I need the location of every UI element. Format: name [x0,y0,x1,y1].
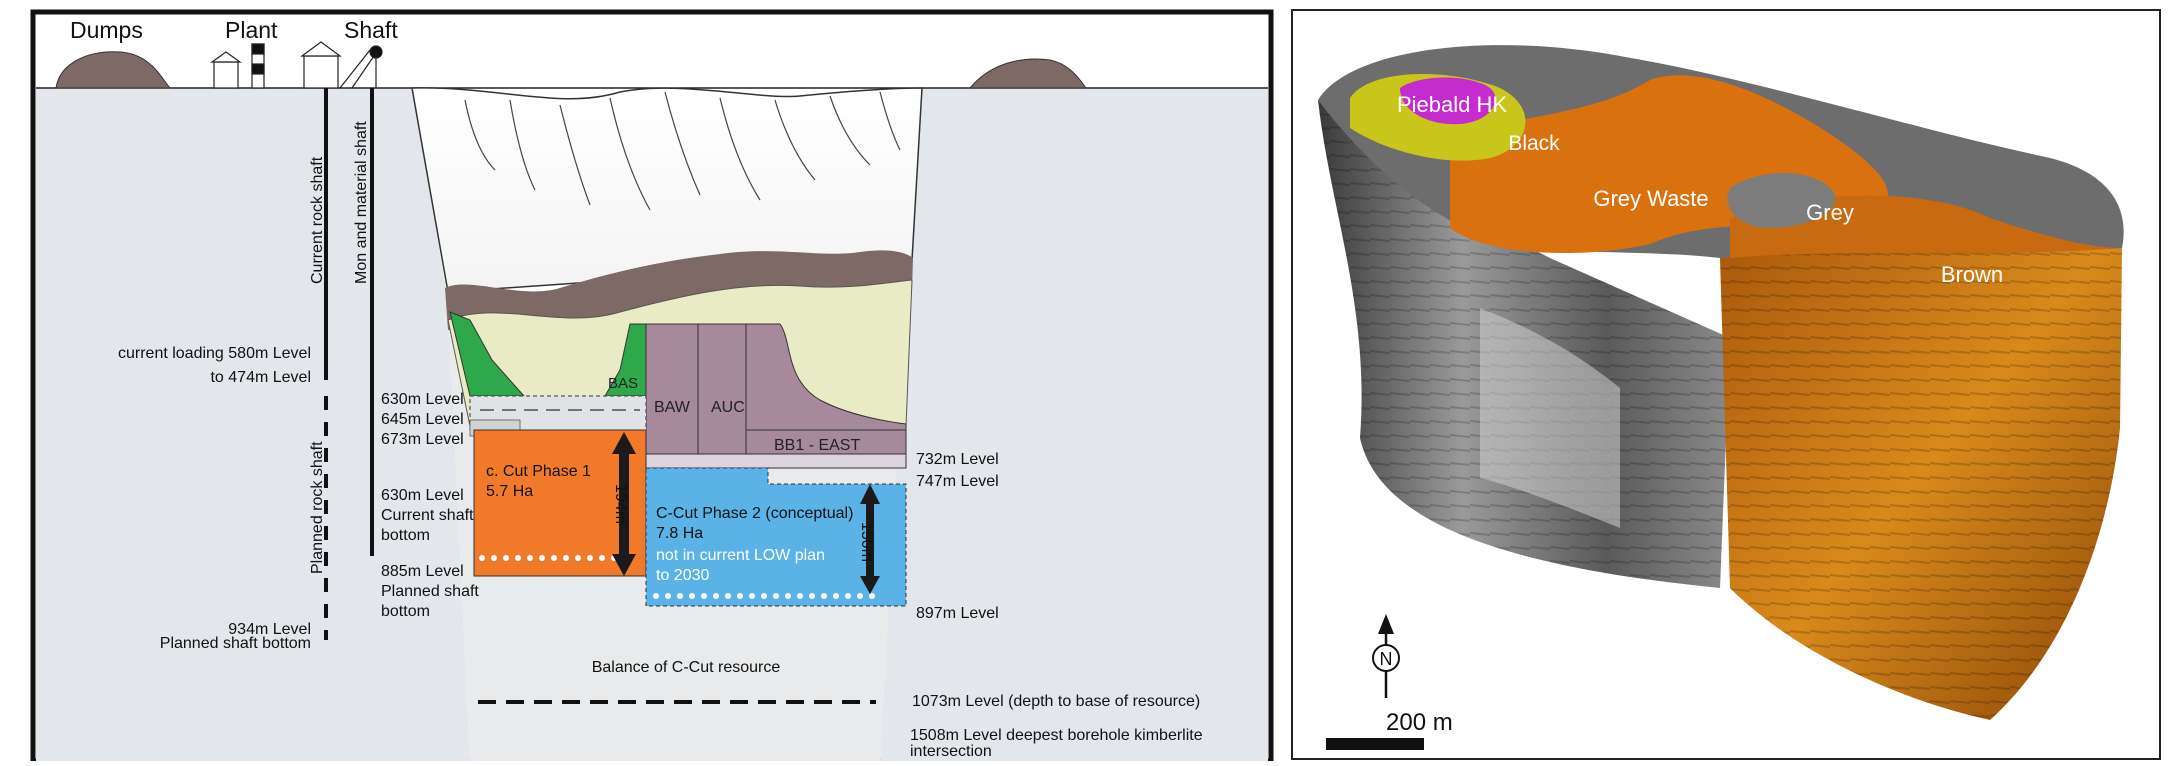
label-grey: Grey [1806,200,1854,225]
phase2-note-2: to 2030 [656,567,709,584]
phase1-area: 5.7 Ha [486,483,533,500]
level-planned-3: bottom [381,603,430,620]
model-top-surface [1318,45,2124,259]
level-current-bottom-1: 630m Level [381,487,464,504]
open-pit [411,87,923,293]
model-orange-side [1720,222,2122,721]
phase2-height: 150m [858,522,875,562]
ore-label-bb1: BB1 - EAST [774,437,860,454]
label-brown: Brown [1941,262,2003,287]
label-plant: Plant [225,17,278,43]
level-747: 747m Level [916,473,999,490]
phase2-area: 7.8 Ha [656,525,703,542]
label-man-material-shaft: Mon and material shaft [353,121,370,284]
label-grey-waste: Grey Waste [1593,186,1708,211]
level-current-bottom-2: Current shaft [381,507,474,524]
ore-label-bas: BAS [608,375,638,392]
level-645: 645m Level [381,411,464,428]
level-1508-2: intersection [910,743,992,760]
balance-label: Balance of C-Cut resource [592,659,781,676]
scale-label: 200 m [1386,709,1453,736]
plant-building [210,43,265,89]
label-black: Black [1508,132,1560,155]
phase1-title: c. Cut Phase 1 [486,463,591,480]
level-planned-2: Planned shaft [381,583,479,600]
label-planned-rock-shaft: Planned rock shaft [309,441,326,574]
north-arrow-icon [1372,614,1400,698]
shaft-headframe [300,41,383,89]
phase2-note-1: not in current LOW plan [656,547,825,564]
phase2-block [645,467,907,607]
phase1-height: 194m [612,484,629,524]
note-planned-bottom-1: 934m Level [228,621,311,638]
note-loading-1: current loading 580m Level [118,345,311,362]
level-planned-1: 885m Level [381,563,464,580]
scale-bar [1326,738,1424,750]
dump-left [55,51,172,89]
label-shaft: Shaft [344,17,398,43]
label-dumps: Dumps [70,17,143,43]
note-loading-2: to 474m Level [210,369,311,386]
level-732: 732m Level [916,451,999,468]
level-673: 673m Level [381,431,464,448]
level-1073: 1073m Level (depth to base of resource) [912,693,1200,710]
label-piebald: Piebald HK [1397,92,1507,117]
ore-label-auc: AUC [711,399,745,416]
phase2-height-arrow [860,484,880,594]
phase1-height-arrow [612,432,636,576]
model-grey-side [1318,100,1730,588]
north-label: N [1380,649,1393,669]
level-630: 630m Level [381,391,464,408]
cross-section-diagram: Dumps Plant Shaft Current rock shaft Mon… [30,9,1274,764]
level-current-bottom-3: bottom [381,527,430,544]
level-1508-1: 1508m Level deepest borehole kimberlite [910,727,1203,744]
block-model-panel: Piebald HK Black Grey Waste Grey Brown N… [1290,8,2168,761]
green-ore [449,311,647,397]
ore-label-baw: BAW [654,399,691,416]
level-897: 897m Level [916,605,999,622]
dump-right [968,58,1087,89]
phase2-title: C-Cut Phase 2 (conceptual) [656,505,853,522]
phase1-block [473,429,647,577]
note-planned-bottom-2: Planned shaft bottom [160,635,311,652]
label-current-rock-shaft: Current rock shaft [309,156,326,284]
mauve-ore [645,323,907,455]
